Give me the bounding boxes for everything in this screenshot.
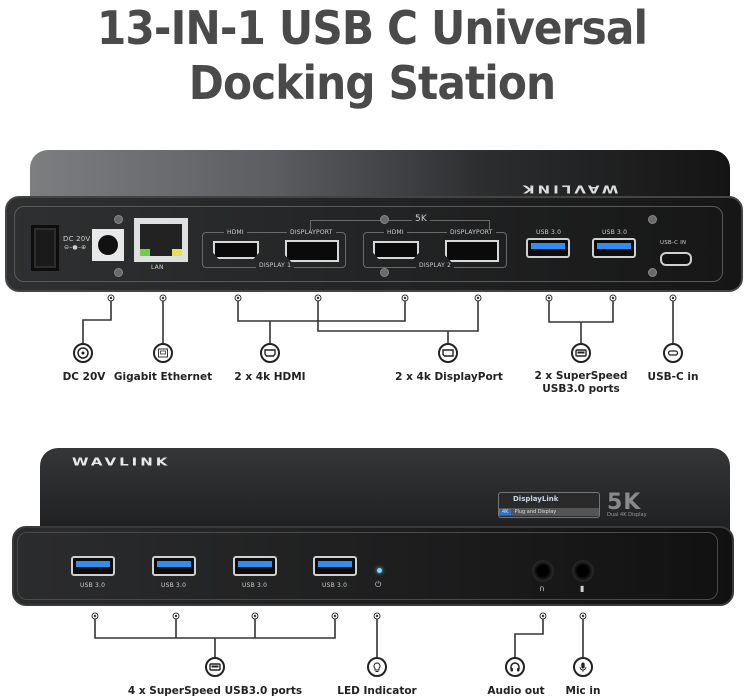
dc-power-icon [73, 343, 93, 363]
displayport-icon [438, 343, 458, 363]
display1-hdmi-port [213, 241, 259, 259]
display2-hdmi-port [373, 241, 419, 259]
front-usb2-port [152, 556, 196, 576]
lan-label: LAN [151, 264, 164, 271]
display2-hdmi-label: HDMI [384, 229, 407, 236]
lan-port [134, 218, 188, 262]
screw-icon [648, 268, 657, 277]
front-usb3-label: USB 3.0 [242, 582, 268, 589]
lan-led-green [140, 249, 150, 256]
power-icon: ⏻ [375, 580, 382, 589]
display2-displayport-port [445, 240, 499, 262]
dc-jack [92, 229, 124, 261]
front-usb4-label: USB 3.0 [322, 582, 348, 589]
brand-logo: WAVLINK [72, 455, 171, 469]
front-device-top [40, 448, 730, 538]
dc-label: DC 20V [63, 235, 91, 243]
callout-led-label: LED Indicator [337, 685, 417, 697]
front-usb4-port [313, 556, 357, 576]
mic-in-jack [572, 560, 594, 582]
ethernet-icon [153, 343, 173, 363]
screw-icon [380, 268, 389, 277]
front-usb2-label: USB 3.0 [161, 582, 187, 589]
usb-a-icon [571, 343, 591, 363]
usb-a-icon [205, 657, 225, 677]
rear-usb1-label: USB 3.0 [536, 229, 562, 236]
rear-panel-bezel [14, 206, 723, 282]
front-panel [12, 526, 734, 606]
front-panel-bezel [17, 532, 718, 600]
led-indicator-light [377, 568, 382, 573]
dc-polarity-icon: ⊖–●–⊕ [64, 244, 87, 251]
display1-dp-label: DISPLAYPORT [287, 229, 336, 236]
hdmi-icon [260, 343, 280, 363]
callout-usb4-label: 4 x SuperSpeed USB3.0 ports [127, 685, 303, 697]
screw-icon [380, 215, 389, 224]
microphone-glyph-icon: ▮ [580, 584, 585, 593]
display2-label: DISPLAY 2 [416, 262, 455, 269]
5k-subtitle: Dual 4K Display [607, 512, 647, 518]
callout-hdmi-label: 2 x 4k HDMI [234, 371, 306, 383]
display2-dp-label: DISPLAYPORT [447, 229, 496, 236]
callout-audio-label: Audio out [487, 685, 545, 697]
display1-hdmi-label: HDMI [224, 229, 247, 236]
rear-usb2-label: USB 3.0 [602, 229, 628, 236]
display1-displayport-port [285, 240, 339, 262]
5k-logo: 5K [607, 490, 642, 515]
microphone-icon [573, 657, 593, 677]
callout-dc-label: DC 20V [62, 371, 106, 383]
callout-usbc-label: USB-C in [647, 371, 699, 383]
usb-c-icon [663, 343, 683, 363]
headline-line-2: Docking Station [188, 56, 556, 110]
callout-displayport-label: 2 x 4k DisplayPort [395, 371, 503, 383]
callout-ethernet-label: Gigabit Ethernet [113, 371, 213, 383]
light-bulb-icon [367, 657, 387, 677]
front-usb3-port [233, 556, 277, 576]
power-switch [31, 225, 59, 271]
rear-usb2-port [592, 238, 636, 258]
displaylink-name: DisplayLink [513, 495, 559, 503]
brand-logo-mirrored: WAVLINK [520, 182, 619, 196]
headline-line-1: 13-IN-1 USB C Universal [96, 1, 648, 55]
callout-mic-label: Mic in [565, 685, 601, 697]
audio-out-jack [532, 560, 554, 582]
usbc-label: USB-C IN [660, 240, 687, 246]
5k-label: 5K [412, 214, 431, 224]
front-usb1-port [71, 556, 115, 576]
headphones-icon [505, 657, 525, 677]
rear-usb1-port [526, 238, 570, 258]
screw-icon [114, 268, 123, 277]
lan-led-yellow [172, 249, 182, 256]
headphones-glyph-icon: ∩ [539, 584, 545, 593]
5k-bracket [310, 220, 490, 231]
screw-icon [114, 215, 123, 224]
front-usb1-label: USB 3.0 [80, 582, 106, 589]
screw-icon [648, 215, 657, 224]
usbc-port [660, 252, 692, 266]
display1-label: DISPLAY 1 [256, 262, 295, 269]
